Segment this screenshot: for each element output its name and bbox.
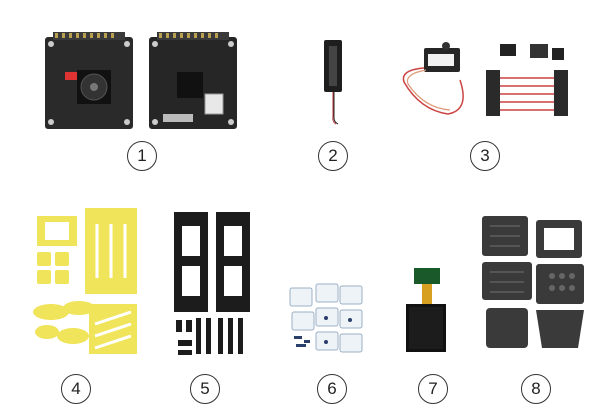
item-3-servo-and-cables	[400, 40, 575, 130]
item-4-yellow-acrylic-parts	[33, 208, 143, 358]
hat-pcb-boards-icon	[45, 32, 237, 129]
item-7-number: 7	[418, 374, 448, 404]
item-8-printed-housing-parts	[478, 212, 588, 352]
item-1-number: 1	[127, 141, 157, 171]
lcd-display-icon	[406, 268, 446, 352]
fan-module-icon	[324, 40, 342, 125]
carbon-fiber-frame-icon	[174, 212, 250, 355]
item-6-number: 6	[317, 374, 347, 404]
item-8-number: 8	[521, 374, 551, 404]
item-7-lcd-display	[404, 266, 454, 356]
screw-bags-icon	[289, 283, 363, 353]
item-6-screw-bags	[286, 282, 366, 357]
yellow-acrylic-parts-icon	[33, 208, 137, 354]
item-2-fan-module	[318, 38, 348, 126]
item-2-number: 2	[318, 141, 348, 171]
item-5-number: 5	[190, 374, 220, 404]
item-3-number: 3	[470, 141, 500, 171]
item-1-hat-pcb-boards	[45, 32, 240, 137]
printed-housing-parts-icon	[482, 216, 584, 348]
item-4-number: 4	[61, 374, 91, 404]
servo-and-cables-icon	[402, 42, 568, 116]
item-5-carbon-fiber-frame	[170, 208, 260, 358]
